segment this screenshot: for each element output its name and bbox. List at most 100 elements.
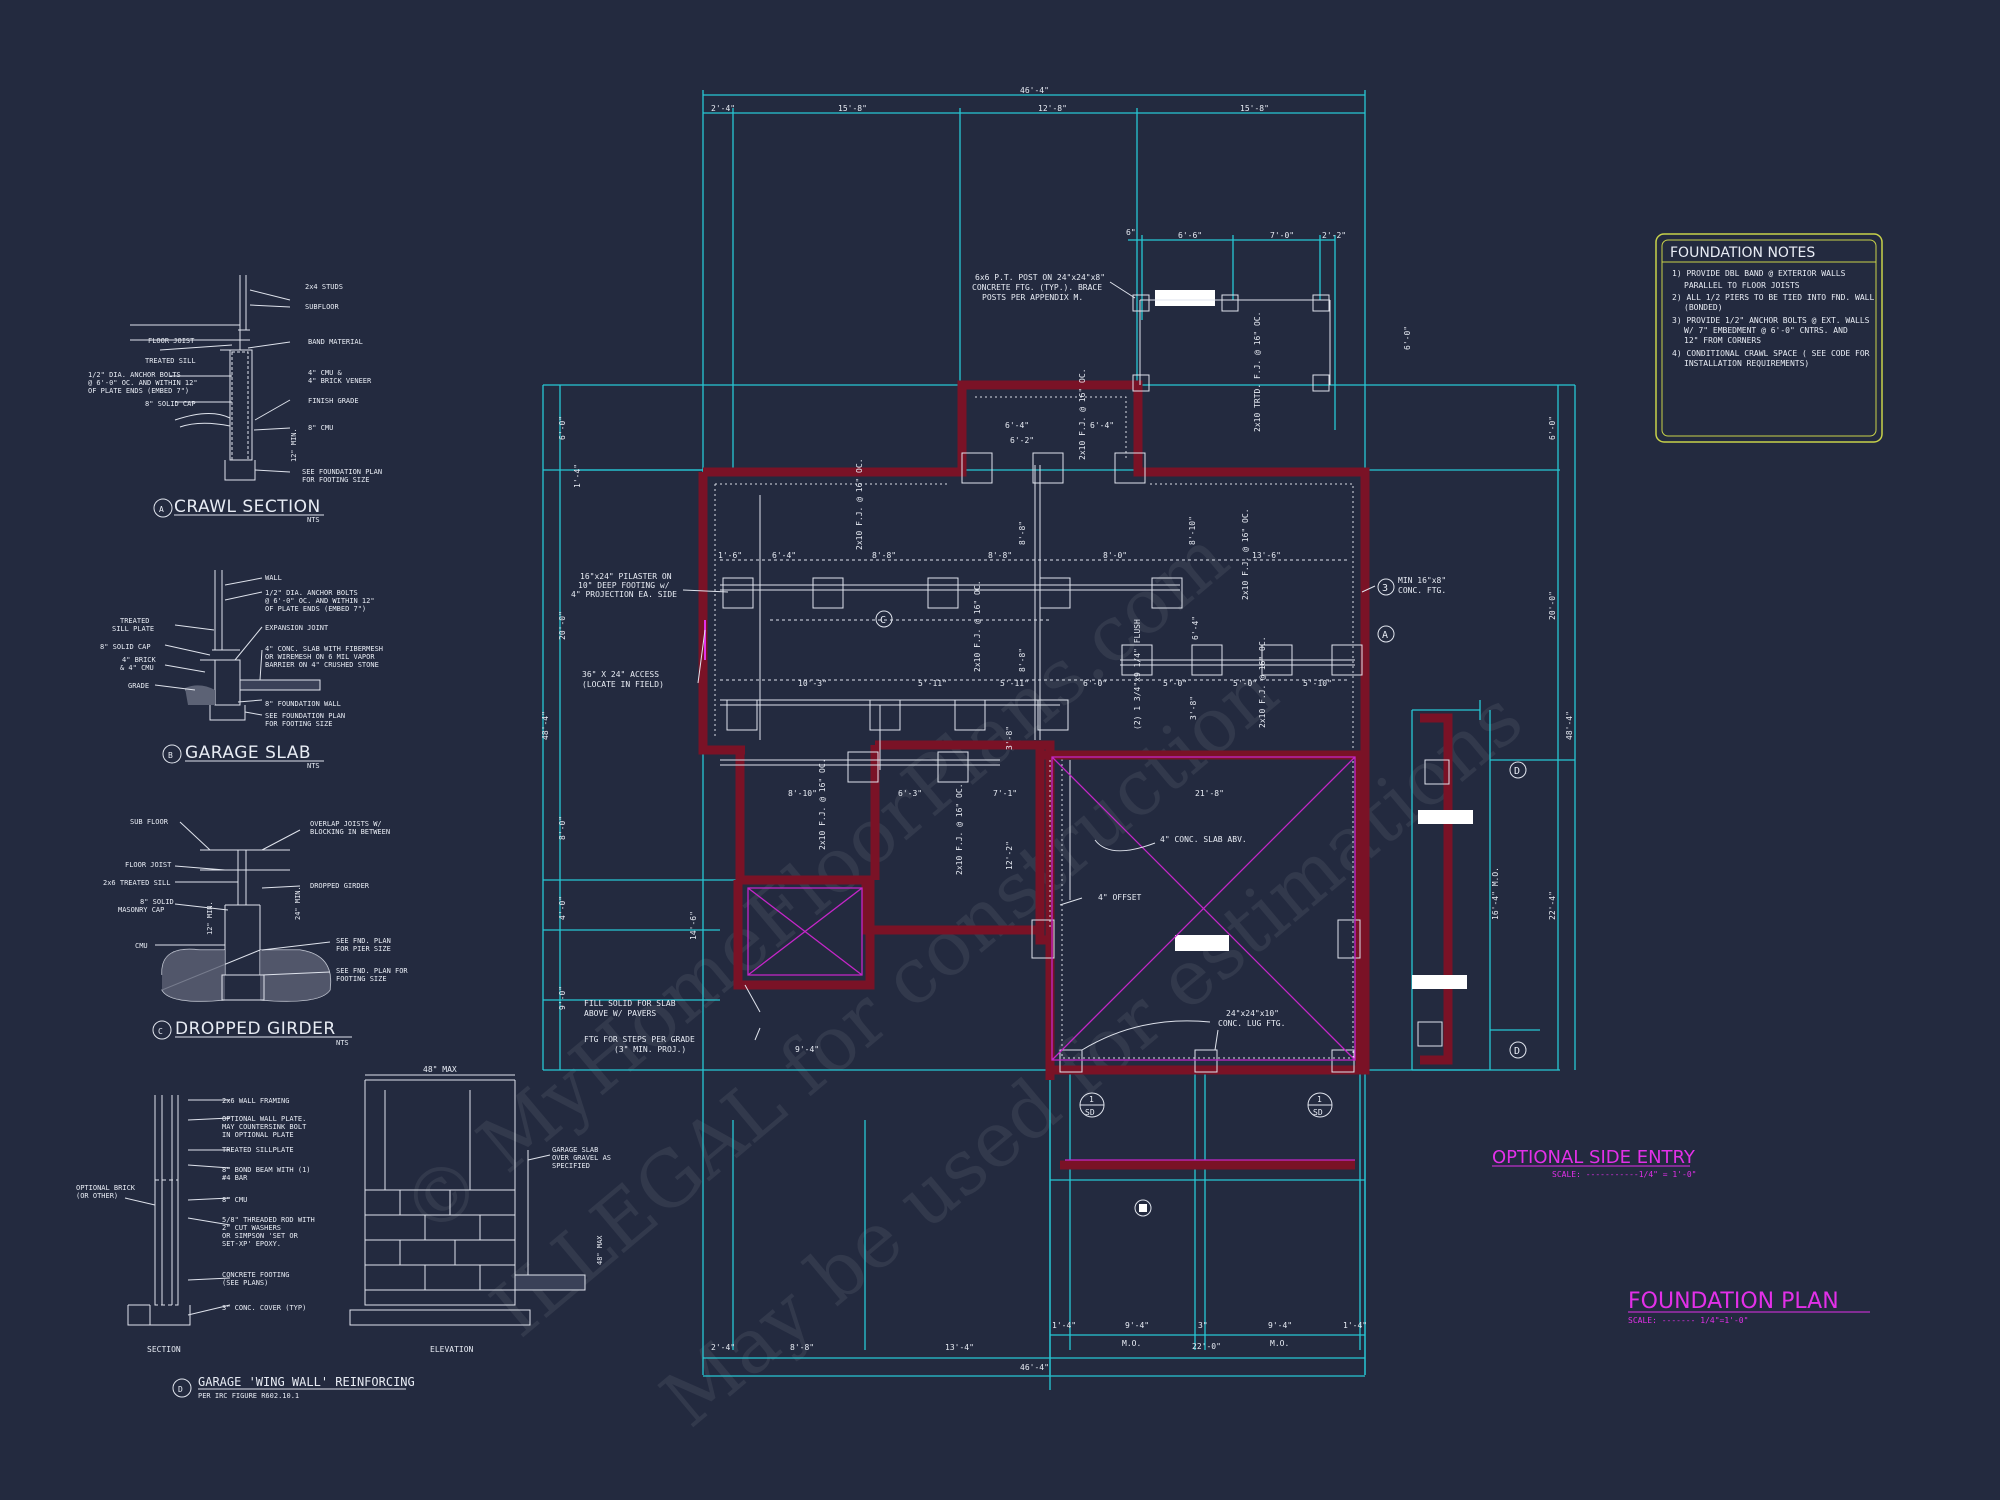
girder-label-9: 24" MIN. (294, 886, 302, 920)
detail-wing-wall: 2x6 WALL FRAMING OPTIONAL WALL PLATE. MA… (76, 1065, 611, 1400)
dim-int-0: 6'-4" (1005, 421, 1029, 430)
slab-label-9: 4" BRICK (122, 656, 157, 664)
joist-label-4: 2x10 F.J. @ 16" OC. (1258, 636, 1267, 728)
dim-garage-6: 22'-0" (1192, 1342, 1221, 1351)
detail-b-title: GARAGE SLAB (185, 743, 311, 763)
crawl-label-5: 1/2" DIA. ANCHOR BOLTS (88, 371, 181, 379)
callout-16: MIN 16"x8" (1398, 576, 1446, 585)
dim-int-7: 8'-8" (988, 551, 1012, 560)
callout-17: CONC. FTG. (1398, 586, 1446, 595)
marker-4: 3 (1382, 583, 1388, 594)
wing-label-23: ELEVATION (430, 1345, 474, 1354)
dim-int-4: 1'-6" (718, 551, 742, 560)
optional-entry-dim: 16'-4" M.O. (1491, 867, 1500, 920)
dim-int-5: 6'-4" (772, 551, 796, 560)
dim-int-3: 8'-8" (1018, 521, 1027, 545)
girder-label-2: BLOCKING IN BETWEEN (310, 828, 390, 836)
dim-left-0: 6'-0" (558, 416, 567, 440)
wing-label-6: #4 BAR (222, 1174, 248, 1182)
dim-garage-1: 9'-4" (1125, 1321, 1149, 1330)
dim-int-1: 6'-2" (1010, 436, 1034, 445)
dim-top-0: 46'-4" (1020, 86, 1049, 95)
callout-14: 24"x24"x10" (1226, 1009, 1279, 1018)
detail-c-scale: NTS (336, 1039, 349, 1047)
crawl-label-14: SEE FOUNDATION PLAN (302, 468, 382, 476)
dim-bottom-0: 2'-4" (711, 1343, 735, 1352)
wing-label-13: (SEE PLANS) (222, 1279, 268, 1287)
wing-label-18: GARAGE SLAB (552, 1146, 598, 1154)
dim-right-4: 22'-4" (1548, 891, 1557, 920)
foundation-notes-box: FOUNDATION NOTES 1) PROVIDE DBL BAND @ E… (1655, 233, 1883, 443)
wing-label-19: OVER GRAVEL AS (552, 1154, 611, 1162)
slab-label-13: GRADE (128, 682, 149, 690)
dim-garage-2: 3" (1198, 1321, 1208, 1330)
dim-int-17: 5'-10" (1303, 679, 1332, 688)
callout-13: 4" OFFSET (1098, 893, 1142, 902)
dim-bottom-1: 8'-8" (790, 1343, 814, 1352)
girder-label-0: SUB FLOOR (130, 818, 169, 826)
slab-label-0: WALL (265, 574, 282, 582)
dim-int-21: 21'-8" (1195, 789, 1224, 798)
callout-4: 10" DEEP FOOTING w/ (578, 581, 670, 590)
dim-left-4: 8'-0" (558, 816, 567, 840)
dim-garage-7: M.O. (1270, 1339, 1289, 1348)
callout-5: 4" PROJECTION EA. SIDE (571, 590, 677, 599)
wing-label-11: SET-XP' EPOXY. (222, 1240, 281, 1248)
detail-a-letter: A (159, 505, 164, 514)
optional-side-entry-drawing: 16'-4" M.O. (1412, 713, 1500, 1065)
joist-label-0: 2x10 F.J. @ 16" OC. (1078, 368, 1087, 460)
girder-label-8: 12" MIN. (206, 901, 214, 935)
section-markers: A C 3 D D 1 SD 1 SD (875, 578, 1527, 1217)
marker-8: SD (1085, 1108, 1095, 1117)
crawl-label-8: 4" CMU & (308, 369, 343, 377)
dim-top-3: 12'-8" (1038, 104, 1067, 113)
pier-footings (722, 290, 1363, 1073)
callout-7: (LOCATE IN FIELD) (582, 680, 664, 689)
girder-label-4: 2x6 TREATED SILL (103, 879, 170, 887)
callout-3: 16"x24" PILASTER ON (580, 572, 672, 581)
dim-garage-4: 1'-4" (1343, 1321, 1367, 1330)
porch-outline (1139, 299, 1331, 385)
note-line-8: INSTALLATION REQUIREMENTS) (1684, 359, 1809, 368)
note-line-4: 3) PROVIDE 1/2" ANCHOR BOLTS @ EXT. WALL… (1672, 316, 1870, 325)
dimension-text: 46'-4" 2'-4" 15'-8" 12'-8" 15'-8" 6" 6'-… (541, 86, 1574, 1372)
dim-int-19: 6'-3" (898, 789, 922, 798)
dim-left-2: 20'-0" (558, 611, 567, 640)
dim-int-10: 8'-10" (1188, 516, 1197, 545)
wing-label-4: TREATED SILLPLATE (222, 1146, 294, 1154)
dim-left-5: 4'-0" (558, 896, 567, 920)
detail-c-letter: C (158, 1027, 163, 1036)
optional-side-entry-title: OPTIONAL SIDE ENTRY SCALE: -----------1/… (1492, 1147, 1697, 1179)
dim-int-23: 12'-2" (1005, 841, 1014, 870)
joist-label-5: 2x10 F.J. @ 16" OC. (818, 758, 827, 850)
dim-int-16: 5'-0" (1233, 679, 1257, 688)
dim-top-2: 15'-8" (838, 104, 867, 113)
girder-label-11: SEE FND. PLAN (336, 937, 391, 945)
wing-label-1: OPTIONAL WALL PLATE. (222, 1115, 306, 1123)
dim-int-22: 6'-4" (1191, 616, 1200, 640)
joist-label-8: (2) 1 3/4"x9 1/4" FLUSH (1133, 619, 1142, 730)
detail-a-scale: NTS (307, 516, 320, 524)
wing-label-22: SECTION (147, 1345, 181, 1354)
callout-10: FTG FOR STEPS PER GRADE (584, 1035, 695, 1044)
dim-int-24: 8'-8" (1018, 648, 1027, 672)
slab-label-11: & 4" CMU (120, 664, 154, 672)
dim-int-27: 9'-4" (795, 1045, 819, 1054)
note-line-6: 12" FROM CORNERS (1684, 336, 1761, 345)
slab-label-1: 1/2" DIA. ANCHOR BOLTS (265, 589, 358, 597)
slab-label-4: TREATED (120, 617, 150, 625)
callout-6: 36" X 24" ACCESS (582, 670, 659, 679)
girder-label-6: 8" SOLID (140, 898, 174, 906)
dim-left-1: 1'-4" (573, 464, 582, 488)
dim-int-15: 5'-0" (1163, 679, 1187, 688)
wing-label-7: 8" CMU (222, 1196, 247, 1204)
dim-top-1: 2'-4" (711, 104, 735, 113)
wing-label-8: 5/8" THREADED ROD WITH (222, 1216, 315, 1224)
wing-label-21: 48" MAX (596, 1235, 604, 1265)
wing-label-12: CONCRETE FOOTING (222, 1271, 289, 1279)
joist-label-7: 2x10 TRTD. F.J. @ 16" OC. (1253, 312, 1262, 432)
marker-5: D (1514, 766, 1520, 777)
marker-9: 1 (1317, 1095, 1322, 1104)
crawl-label-9: 4" BRICK VENEER (308, 377, 372, 385)
sheet-title-block: FOUNDATION PLAN SCALE: ------- 1/4"=1'-0… (1628, 1289, 1870, 1325)
